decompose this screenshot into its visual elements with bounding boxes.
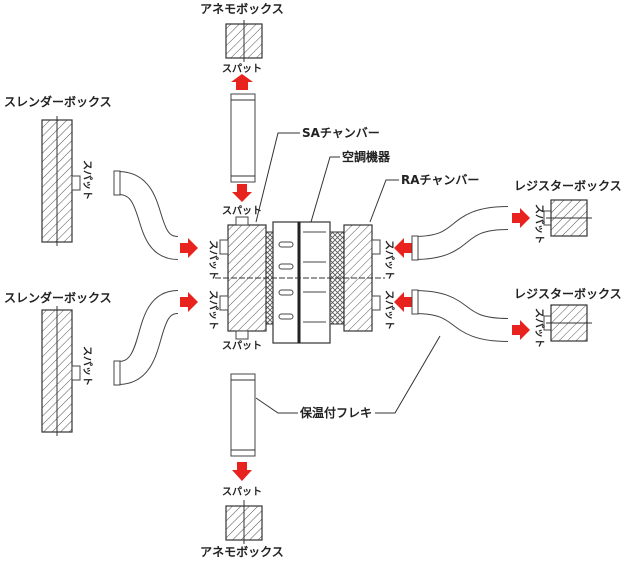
airflow-arrow-icon (231, 74, 253, 90)
spat-label: スパット (383, 290, 395, 330)
spat-label: スパット (533, 308, 545, 348)
slender-box-top-label: スレンダーボックス (4, 94, 112, 109)
airflow-arrow-icon (180, 238, 198, 258)
flex-duct-left-top (116, 172, 180, 259)
flex-duct-right-top (413, 207, 509, 259)
spat-label: スパット (222, 63, 262, 75)
airflow-arrow-icon (232, 462, 252, 481)
anemo-box-top-label: アネモボックス (200, 1, 284, 16)
flex-duct-left-bottom (116, 291, 180, 384)
spat-label: スパット (533, 204, 545, 244)
spat-label: スパット (207, 240, 219, 280)
airflow-arrow-icon (512, 208, 530, 228)
spat-label: スパット (222, 340, 262, 352)
ra-chamber-label: RAチャンバー (401, 173, 479, 187)
ac-unit-label: 空調機器 (342, 149, 391, 164)
airflow-arrow-icon (232, 184, 252, 202)
ac-unit (272, 221, 331, 344)
airflow-arrow-icon (394, 292, 412, 312)
anemo-box-bottom-label: アネモボックス (200, 544, 284, 559)
flex-duct-right-bottom (413, 291, 509, 341)
flex-duct-top (230, 93, 256, 183)
flex-duct-bottom (230, 373, 256, 457)
spat-label: スパット (222, 205, 262, 217)
airflow-arrow-icon (512, 320, 530, 340)
spat-label: スパット (383, 240, 395, 280)
spat-label: スパット (81, 160, 93, 200)
spat-label: スパット (222, 486, 262, 498)
sa-chamber-label: SAチャンバー (302, 126, 380, 140)
spat-label: スパット (207, 290, 219, 330)
register-box-bottom-label: レジスターボックス (514, 286, 622, 301)
register-box-top-label: レジスターボックス (514, 178, 622, 193)
flex-duct-label: 保温付フレキ (299, 405, 372, 420)
airflow-arrow-icon (180, 292, 198, 312)
slender-box-bottom-label: スレンダーボックス (4, 290, 112, 305)
airflow-arrow-icon (394, 238, 412, 258)
spat-label: スパット (81, 346, 93, 386)
